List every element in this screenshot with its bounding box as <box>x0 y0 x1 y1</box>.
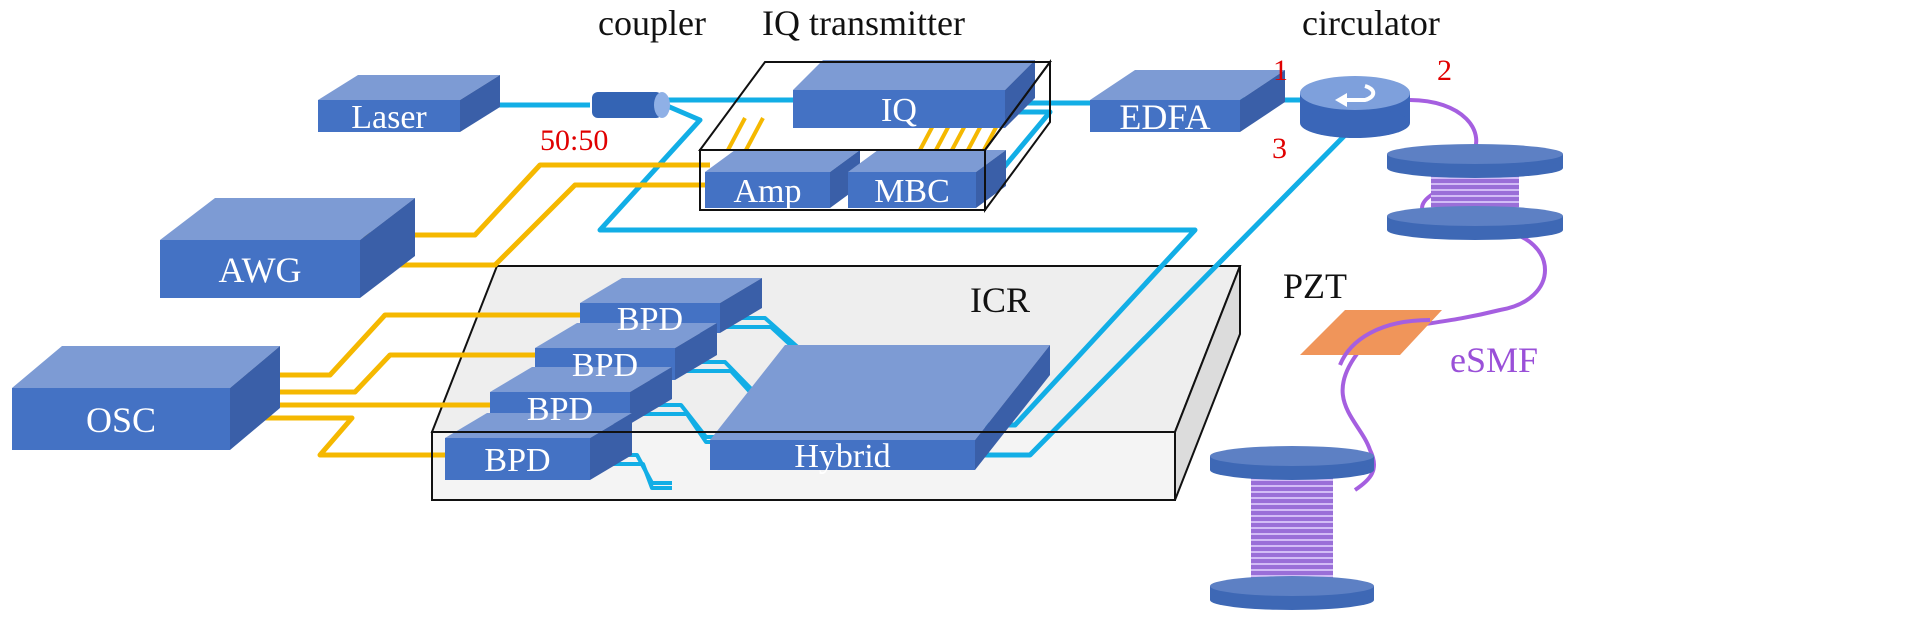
coupler-end <box>654 92 670 118</box>
amp-box-top <box>705 150 860 172</box>
awg-box <box>160 198 415 298</box>
rf-line-amp-iq-1 <box>744 117 765 151</box>
mbc-box-top <box>848 150 1006 172</box>
amp-box <box>705 150 860 208</box>
coupler <box>592 92 670 118</box>
fiber-circulator-hybrid <box>985 123 1357 458</box>
awg-box-side <box>360 198 415 298</box>
amp-box-label: Amp <box>734 173 802 210</box>
iq-modulator-box <box>793 60 1035 128</box>
coupler-body <box>592 92 662 118</box>
icr-label: ICR <box>970 280 1030 320</box>
edfa-box-label: EDFA <box>1119 97 1210 137</box>
laser-box-top <box>318 75 500 100</box>
laser-box-label: Laser <box>351 99 427 136</box>
iq-modulator-box-top <box>793 60 1035 90</box>
bpd-box-2-top <box>535 323 717 348</box>
fiber-spool-lower-core <box>1251 462 1333 592</box>
rf-line-amp-iq-0 <box>726 117 747 151</box>
cable-osc-bpd1 <box>248 312 590 378</box>
fiber-spool-upper-flange-bottom-top <box>1387 206 1563 226</box>
amp-box-side <box>830 150 860 208</box>
hybrid-box <box>710 345 1050 470</box>
pzt-label: PZT <box>1283 266 1347 306</box>
esmf-fiber-over-pzt <box>1338 318 1431 366</box>
port-2-label: 2 <box>1437 54 1452 87</box>
osc-box-front <box>12 388 230 450</box>
bpd-box-4-side <box>590 413 632 480</box>
hybrid-box-label: Hybrid <box>794 438 890 475</box>
edfa-box-front <box>1090 100 1240 132</box>
osc-box-side <box>230 346 280 450</box>
cable-awg-amp-2 <box>362 162 710 238</box>
cable-osc-bpd4 <box>236 415 450 458</box>
mbc-box-side <box>976 150 1006 208</box>
iq-modulator-box-front <box>793 90 1005 128</box>
laser-box-side <box>460 75 500 132</box>
laser-box-front <box>318 100 460 132</box>
edfa-box-side <box>1240 70 1285 132</box>
bpd-box-2-side <box>675 323 717 380</box>
icr-front-outline <box>431 431 1176 501</box>
awg-box-label: AWG <box>218 250 301 290</box>
awg-box-front <box>160 240 360 298</box>
fiber-spool-upper-flange-top-top <box>1387 144 1563 164</box>
hybrid-box-front <box>710 440 975 470</box>
mbc-box <box>848 150 1006 208</box>
osc-box-label: OSC <box>86 400 156 440</box>
fiber-spool-lower <box>1210 446 1374 610</box>
fiber-spool-lower-flange-bottom-bottom <box>1210 590 1374 610</box>
edfa-box-top <box>1090 70 1285 100</box>
bpd-box-1-top <box>580 278 762 303</box>
port-1-label: 1 <box>1273 54 1288 87</box>
hybrid-box-top <box>710 345 1050 440</box>
osc-box <box>12 346 280 450</box>
fiber-bpd4-1 <box>592 462 672 490</box>
circulator-arrowhead-icon <box>1335 93 1347 107</box>
fiber-spool-lower-flange-top-bottom <box>1210 460 1374 480</box>
split-ratio-label: 50:50 <box>540 124 608 157</box>
circulator-top <box>1300 76 1410 110</box>
edfa-box <box>1090 70 1285 132</box>
osc-box-top <box>12 346 280 388</box>
fiber-spool-upper-flange-bottom-bottom <box>1387 220 1563 240</box>
bpd-box-3-side <box>630 367 672 424</box>
mbc-box-label: MBC <box>874 173 950 210</box>
bpd-box-1-label: BPD <box>617 301 683 338</box>
hybrid-box-side <box>975 345 1050 470</box>
bpd-box-1-side <box>720 278 762 333</box>
iq-modulator-box-side <box>1005 60 1035 128</box>
coupler-label: coupler <box>598 3 706 43</box>
esmf-label: eSMF <box>1450 340 1538 380</box>
bpd-box-4-front <box>445 438 590 480</box>
circulator-label: circulator <box>1302 3 1440 43</box>
circulator <box>1300 76 1410 138</box>
fiber-spool-upper <box>1387 144 1563 240</box>
iq-modulator-box-label: IQ <box>881 92 917 129</box>
circulator-bottom <box>1300 108 1410 138</box>
laser-box <box>318 75 500 132</box>
bpd-box-3-label: BPD <box>527 391 593 428</box>
port-3-label: 3 <box>1272 132 1287 165</box>
fiber-spool-lower-flange-top-top <box>1210 446 1374 466</box>
awg-box-top <box>160 198 415 240</box>
cable-awg-amp-1 <box>372 182 710 268</box>
iq-transmitter-enclosure <box>698 58 1052 214</box>
fiber-spool-lower-flange-bottom-top <box>1210 576 1374 596</box>
iq-transmitter-label: IQ transmitter <box>762 3 965 43</box>
amp-box-front <box>705 172 830 208</box>
bpd-box-3-top <box>490 367 672 392</box>
fiber-spool-upper-flange-top-bottom <box>1387 158 1563 178</box>
circulator-arrow-icon <box>1345 84 1376 102</box>
bpd-box-4-label: BPD <box>484 442 550 479</box>
bpd-box-2-label: BPD <box>572 347 638 384</box>
mbc-box-front <box>848 172 976 208</box>
cable-osc-bpd2 <box>245 352 545 395</box>
iq-enclosure-front <box>699 149 986 211</box>
